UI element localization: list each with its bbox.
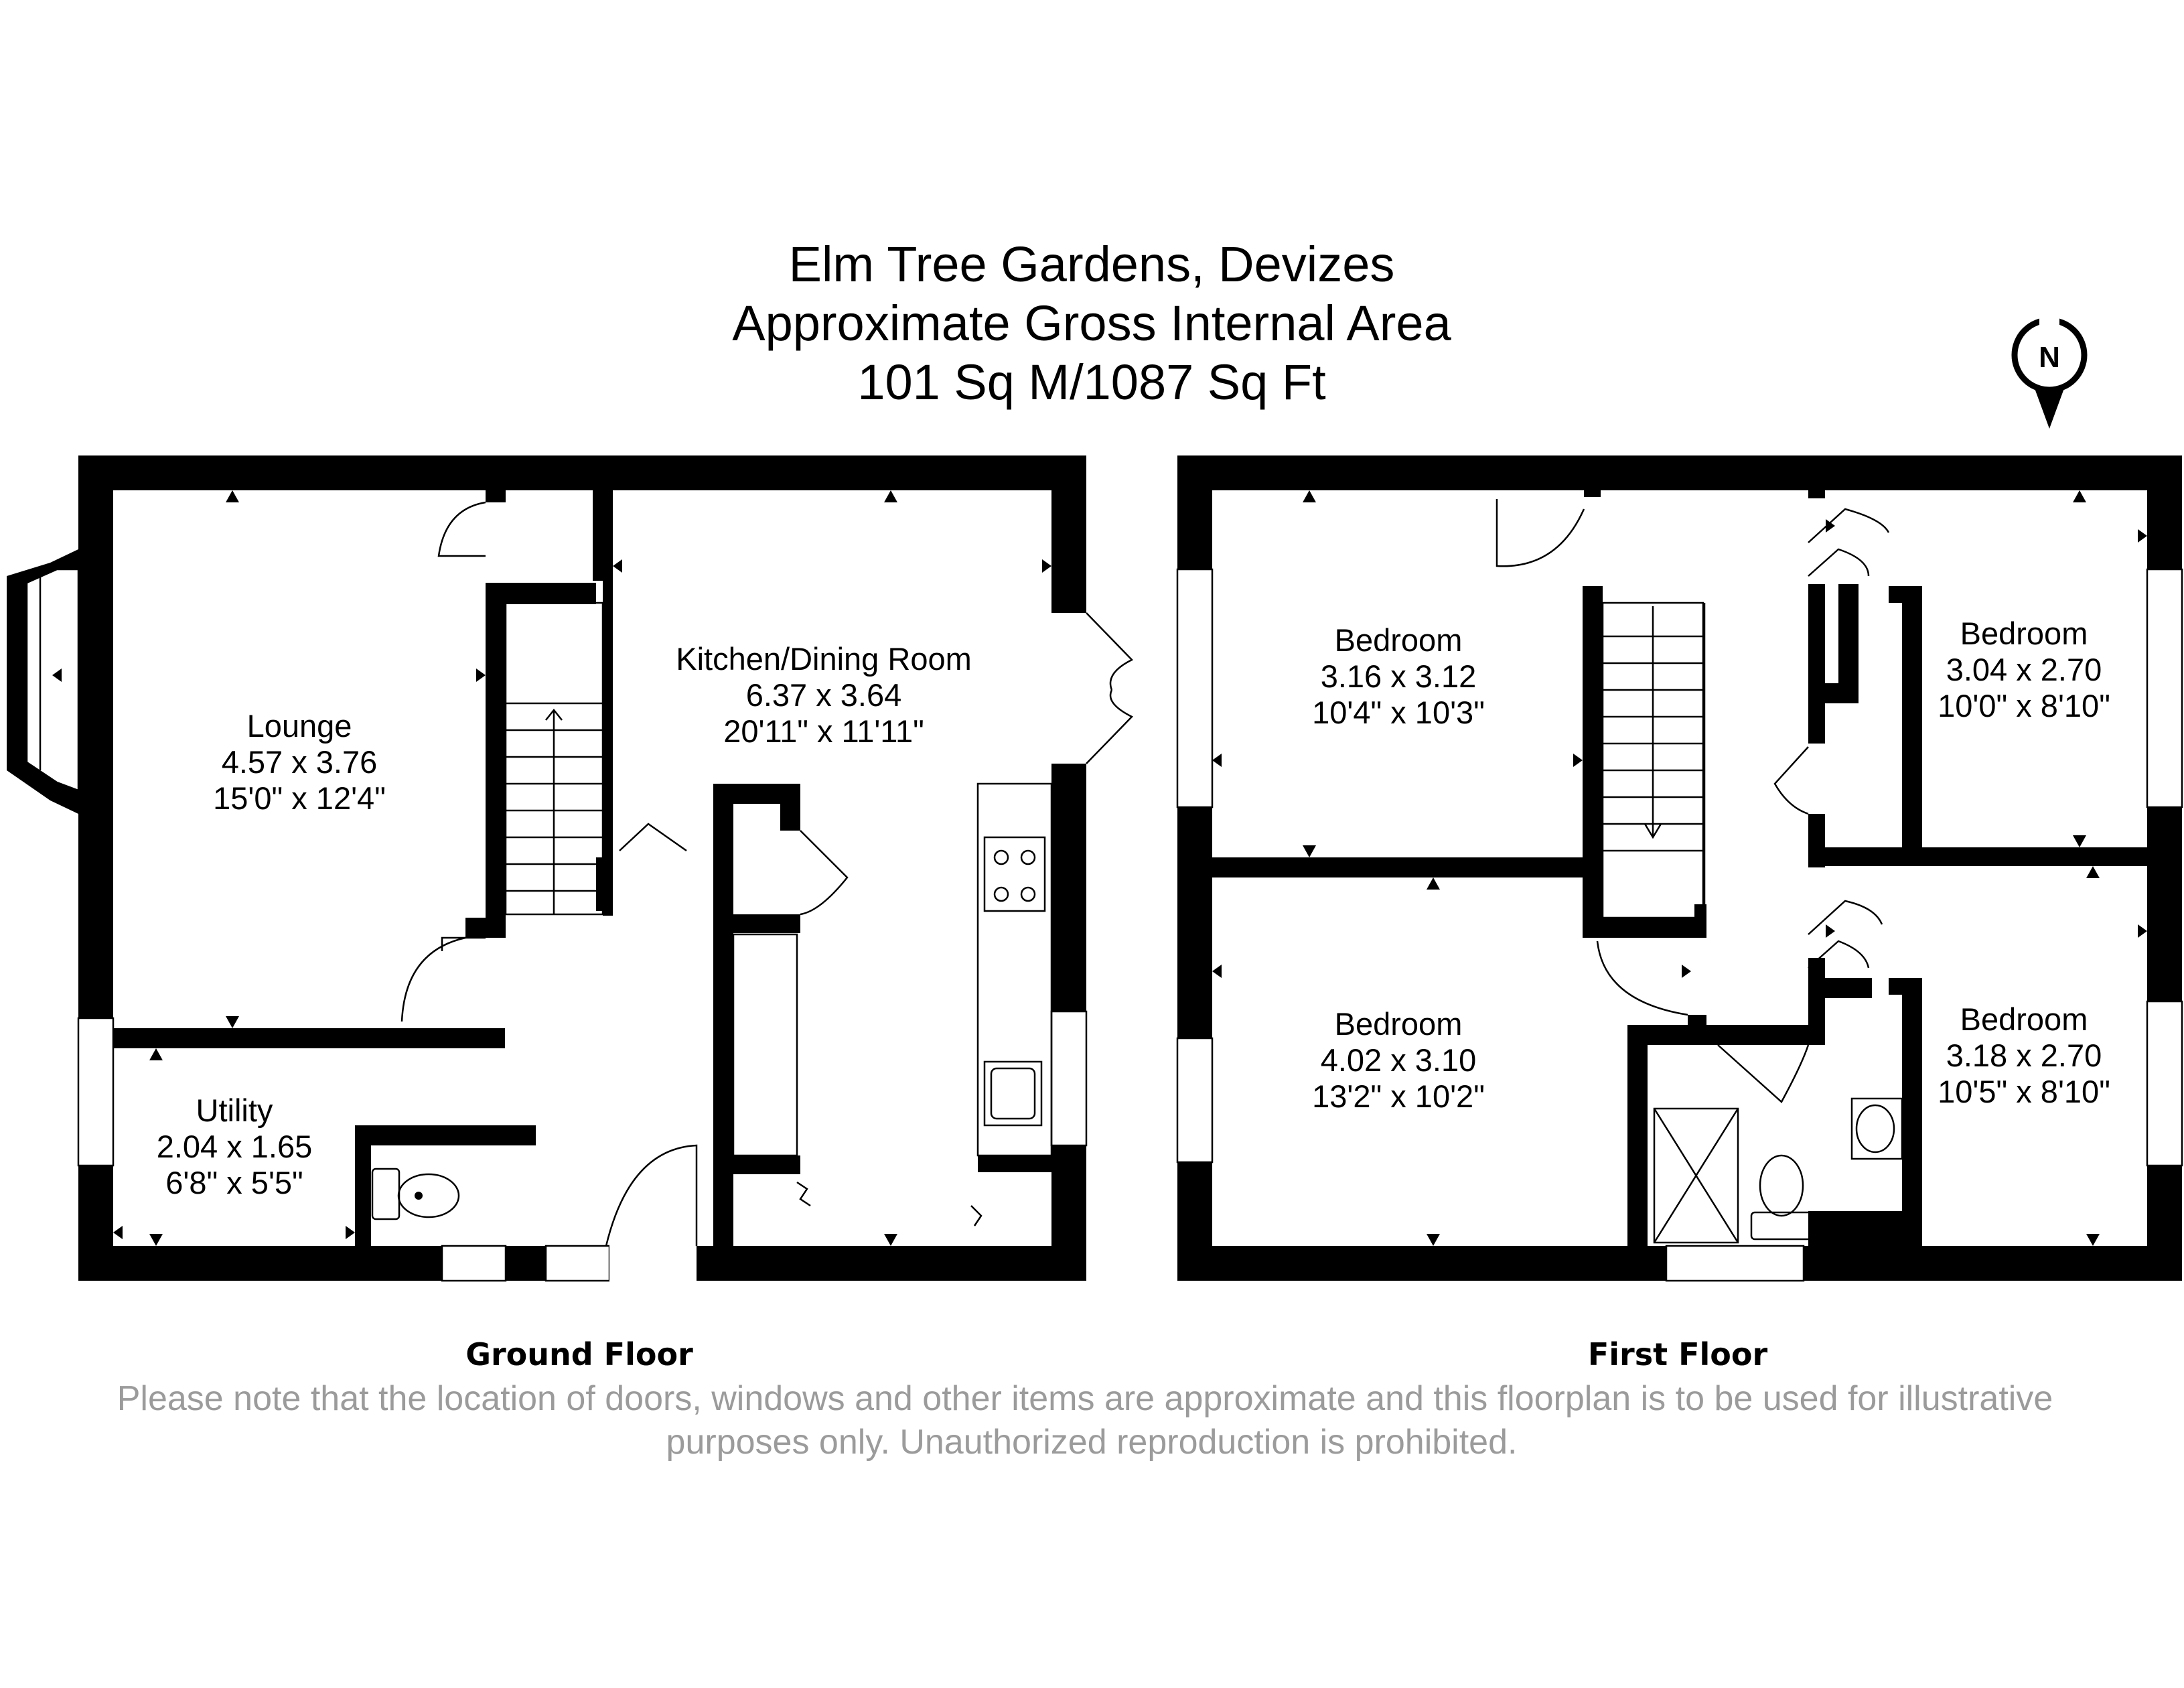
window-bathroom <box>1665 1245 1805 1282</box>
room-name: Utility <box>196 1093 273 1128</box>
room-lounge: Lounge 4.57 x 3.76 15'0" x 12'4" <box>213 708 386 816</box>
room-bedroom-2: Bedroom 3.04 x 2.70 10'0" x 8'10" <box>1938 616 2110 723</box>
room-metric: 6.37 x 3.64 <box>746 677 902 713</box>
bay-window <box>7 549 80 814</box>
room-utility: Utility 2.04 x 1.65 6'8" x 5'5" <box>157 1093 313 1200</box>
title-line-2: Approximate Gross Internal Area <box>732 295 1451 351</box>
window-utility <box>77 1017 115 1167</box>
staircase-ground <box>504 602 604 916</box>
hob-icon <box>983 836 1046 912</box>
first-floor-plan <box>1176 455 2183 1282</box>
room-metric: 3.18 x 2.70 <box>1946 1038 2102 1073</box>
room-name: Lounge <box>247 708 352 744</box>
room-metric: 3.04 x 2.70 <box>1946 652 2102 687</box>
room-name: Bedroom <box>1960 1001 2088 1037</box>
shower-icon <box>1653 1107 1739 1244</box>
window-kitchen-side <box>1050 1010 1088 1147</box>
title-line-3: 101 Sq M/1087 Sq Ft <box>857 354 1326 410</box>
first-floor-label: First Floor <box>1588 1336 1768 1373</box>
disclaimer: Please note that the location of doors, … <box>117 1379 2053 1462</box>
window-bed3 <box>1176 1037 1214 1164</box>
room-name: Bedroom <box>1335 622 1463 658</box>
window-bed1 <box>1176 568 1214 808</box>
front-door-gap <box>609 1239 697 1286</box>
room-imperial: 10'4" x 10'3" <box>1312 695 1485 730</box>
ground-floor-plan <box>7 455 1134 1286</box>
basin-icon <box>1850 1097 1903 1160</box>
room-name: Bedroom <box>1960 616 2088 651</box>
room-imperial: 15'0" x 12'4" <box>213 780 386 816</box>
room-bedroom-1: Bedroom 3.16 x 3.12 10'4" x 10'3" <box>1312 622 1485 730</box>
ground-floor-label: Ground Floor <box>465 1336 693 1373</box>
room-bedroom-3: Bedroom 4.02 x 3.10 13'2" x 10'2" <box>1312 1006 1485 1114</box>
window-bed2 <box>2146 568 2183 808</box>
room-metric: 4.57 x 3.76 <box>222 744 378 780</box>
room-imperial: 6'8" x 5'5" <box>165 1165 303 1200</box>
room-imperial: 10'5" x 8'10" <box>1938 1074 2110 1109</box>
room-metric: 2.04 x 1.65 <box>157 1129 313 1164</box>
room-imperial: 20'11" x 11'11" <box>723 713 924 749</box>
north-arrow-icon: N <box>2011 315 2088 429</box>
room-name: Bedroom <box>1335 1006 1463 1042</box>
window-bed4 <box>2146 1000 2183 1167</box>
toilet-icon <box>371 1168 460 1220</box>
room-imperial: 13'2" x 10'2" <box>1312 1078 1485 1114</box>
room-name: Kitchen/Dining Room <box>676 641 972 677</box>
room-metric: 4.02 x 3.10 <box>1321 1042 1477 1078</box>
window-wc-1 <box>441 1245 507 1282</box>
first-floor-labels: Bedroom 3.16 x 3.12 10'4" x 10'3" Bedroo… <box>1312 616 2110 1373</box>
room-metric: 3.16 x 3.12 <box>1321 658 1477 694</box>
staircase-first <box>1601 602 1706 919</box>
toilet-icon-first <box>1750 1154 1813 1241</box>
patio-door-gap <box>1051 613 1086 764</box>
disclaimer-line-2: purposes only. Unauthorized reproduction… <box>666 1423 1518 1462</box>
title-line-1: Elm Tree Gardens, Devizes <box>789 236 1395 292</box>
ground-floor-labels: Lounge 4.57 x 3.76 15'0" x 12'4" Kitchen… <box>157 641 972 1373</box>
room-kitchen-dining: Kitchen/Dining Room 6.37 x 3.64 20'11" x… <box>676 641 972 749</box>
window-wc-2 <box>544 1245 611 1282</box>
sink-icon <box>983 1060 1043 1127</box>
disclaimer-line-1: Please note that the location of doors, … <box>117 1379 2053 1418</box>
compass-letter: N <box>2039 341 2060 374</box>
room-imperial: 10'0" x 8'10" <box>1938 688 2110 723</box>
room-bedroom-4: Bedroom 3.18 x 2.70 10'5" x 8'10" <box>1938 1001 2110 1109</box>
header: Elm Tree Gardens, Devizes Approximate Gr… <box>732 236 1451 410</box>
